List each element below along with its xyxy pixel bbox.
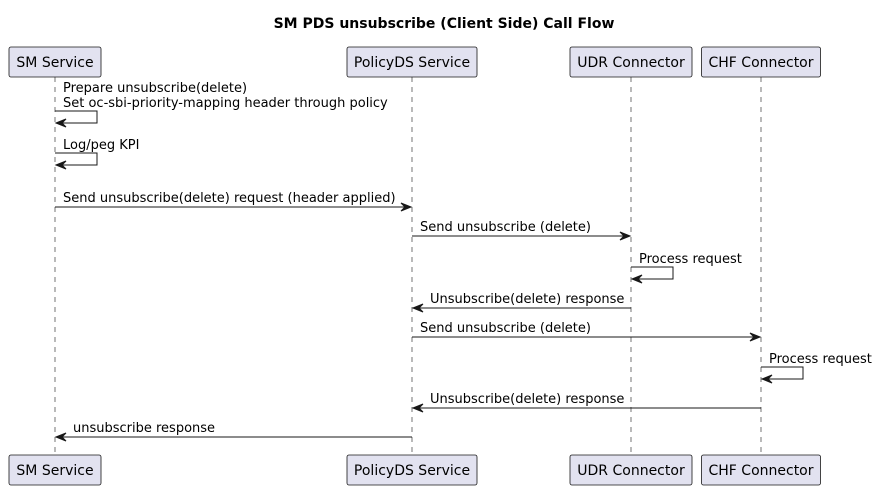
message-label: Set oc-sbi-priority-mapping header throu…	[63, 96, 388, 111]
arrow-head	[630, 274, 643, 284]
participant-box	[346, 454, 478, 486]
self-arrow-line	[55, 152, 98, 166]
participant-chf-bottom: CHF Connector	[701, 454, 821, 486]
participant-label: UDR Connector	[577, 463, 685, 479]
lifelines	[54, 77, 762, 455]
message-10: unsubscribe response	[54, 421, 412, 442]
message-label: Send unsubscribe (delete)	[420, 220, 591, 235]
diagram-title: SM PDS unsubscribe (Client Side) Call Fl…	[274, 16, 615, 32]
participant-pds-top: PolicyDS Service	[346, 46, 478, 78]
message-label: Process request	[769, 352, 872, 367]
participant-box	[569, 46, 693, 78]
message-6: Unsubscribe(delete) response	[411, 292, 631, 313]
self-arrow-line	[631, 266, 674, 280]
message-label: Send unsubscribe(delete) request (header…	[63, 191, 396, 206]
arrow-head	[411, 403, 424, 413]
participant-label: CHF Connector	[708, 463, 813, 479]
messages: Prepare unsubscribe(delete)Set oc-sbi-pr…	[54, 81, 872, 442]
participant-label: SM Service	[16, 55, 93, 71]
message-label: Unsubscribe(delete) response	[430, 292, 624, 307]
participants-top: SM Service PolicyDS Service UDR Connector C…	[8, 46, 821, 78]
message-label: unsubscribe response	[73, 421, 215, 436]
arrow-head	[749, 332, 762, 342]
participant-udr-top: UDR Connector	[569, 46, 693, 78]
message-8: Process request	[760, 352, 872, 384]
participant-box	[8, 454, 102, 486]
participant-label: SM Service	[16, 463, 93, 479]
message-5: Process request	[630, 252, 742, 284]
message-3: Send unsubscribe(delete) request (header…	[55, 191, 413, 212]
participant-label: CHF Connector	[708, 55, 813, 71]
arrow-head	[619, 231, 632, 241]
participant-box	[346, 46, 478, 78]
participant-pds-bottom: PolicyDS Service	[346, 454, 478, 486]
arrow-head	[54, 160, 67, 170]
message-4: Send unsubscribe (delete)	[412, 220, 632, 241]
message-2: Log/peg KPI	[54, 138, 139, 170]
message-7: Send unsubscribe (delete)	[412, 321, 762, 342]
message-label: Unsubscribe(delete) response	[430, 392, 624, 407]
message-label: Process request	[639, 252, 742, 267]
arrow-head	[760, 374, 773, 384]
message-label: Send unsubscribe (delete)	[420, 321, 591, 336]
participant-sm-bottom: SM Service	[8, 454, 102, 486]
participant-chf-top: CHF Connector	[701, 46, 821, 78]
arrow-head	[411, 303, 424, 313]
self-arrow-line	[761, 366, 804, 380]
participant-box	[8, 46, 102, 78]
participant-box	[569, 454, 693, 486]
participant-label: PolicyDS Service	[354, 463, 470, 479]
arrow-head	[54, 432, 67, 442]
self-arrow-line	[55, 110, 98, 124]
participant-box	[701, 454, 821, 486]
participant-sm-top: SM Service	[8, 46, 102, 78]
arrow-head	[54, 118, 67, 128]
message-label: Log/peg KPI	[63, 138, 139, 153]
message-9: Unsubscribe(delete) response	[411, 392, 761, 413]
participant-label: PolicyDS Service	[354, 55, 470, 71]
message-label: Prepare unsubscribe(delete)	[63, 81, 247, 96]
arrow-head	[400, 202, 413, 212]
participants-bottom: SM Service PolicyDS Service UDR Connector C…	[8, 454, 821, 486]
participant-label: UDR Connector	[577, 55, 685, 71]
message-1: Prepare unsubscribe(delete)Set oc-sbi-pr…	[54, 81, 388, 128]
participant-udr-bottom: UDR Connector	[569, 454, 693, 486]
participant-box	[701, 46, 821, 78]
